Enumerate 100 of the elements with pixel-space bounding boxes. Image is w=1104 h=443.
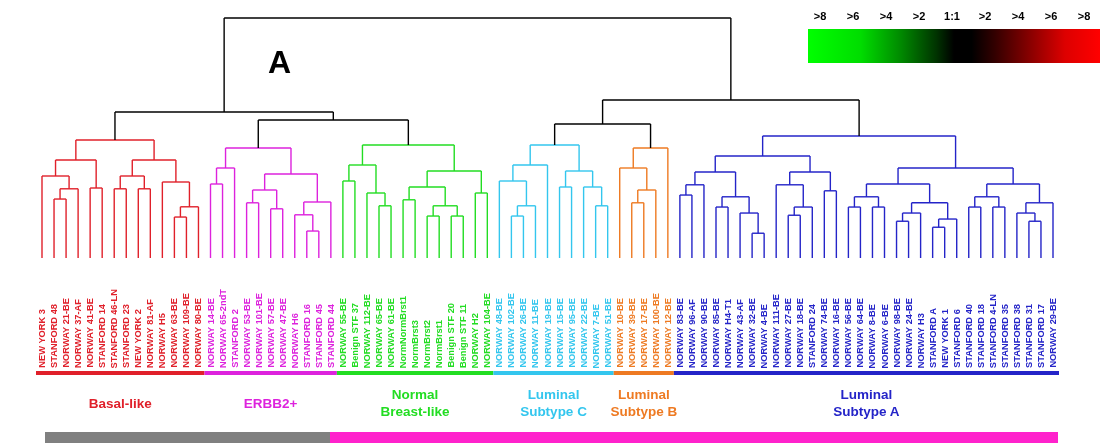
sample-label: NORWAY 47-BE bbox=[276, 298, 289, 368]
subtype-label: Luminal Subtype C bbox=[519, 386, 588, 420]
color-scale-bar bbox=[808, 29, 1100, 63]
sample-label: NORWAY 65-BE bbox=[373, 298, 385, 368]
sample-label: NEW YORK 2 bbox=[132, 309, 145, 368]
sample-label: NORWAY 104-BE bbox=[481, 293, 494, 368]
sample-label: NORWAY H6 bbox=[288, 312, 301, 368]
sample-label: NORWAY 90-BE bbox=[697, 298, 710, 368]
sample-label: NORWAY 18-BE bbox=[794, 298, 807, 368]
sample-label: STANFORD 4-LN bbox=[986, 293, 999, 368]
sample-label: STANFORD A bbox=[926, 308, 939, 368]
sample-label: NEW YORK 1 bbox=[938, 309, 951, 368]
sample-label: NORWAY 64-BE bbox=[854, 298, 867, 368]
sample-label: NORWAY 27-BE bbox=[782, 298, 795, 368]
sample-label: NORWAY 10-BE bbox=[613, 298, 626, 368]
sample-label: NORWAY H5 bbox=[156, 312, 169, 368]
sample-label: NORWAY 16-BE bbox=[830, 298, 843, 368]
sample-label: NORWAY 29-BE bbox=[1047, 298, 1059, 368]
sample-label: NORWAY 51-BE bbox=[601, 298, 614, 368]
subtype-label: Luminal Subtype A bbox=[832, 386, 901, 420]
sample-label: NORWAY 7-BE bbox=[589, 303, 602, 368]
sample-label: NORWAY 111-BE bbox=[770, 294, 783, 368]
sample-label: NORWAY 4-BE bbox=[758, 303, 771, 368]
scale-tick-label: >6 bbox=[1044, 10, 1058, 22]
sample-label: NORWAY H2 bbox=[469, 312, 482, 368]
sample-label: STANFORD 17 bbox=[1034, 304, 1047, 368]
sample-label: NORWAY 19-BE bbox=[541, 298, 554, 368]
scale-tick-label: >2 bbox=[978, 10, 992, 22]
sample-label: NORWAY 48-BE bbox=[493, 298, 506, 368]
subtype-label: Luminal Subtype B bbox=[609, 386, 679, 420]
sample-label: NORWAY 109-BE bbox=[180, 293, 193, 368]
sample-label: NORWAY 55-BE bbox=[336, 298, 349, 368]
sample-label: STANFORD 24 bbox=[806, 304, 819, 368]
sample-label: NORWAY 65-2ndT bbox=[216, 289, 229, 368]
sample-label: NORWAY 56-BE bbox=[842, 298, 855, 368]
sample-label: NEW YORK 3 bbox=[36, 309, 48, 368]
scale-tick-label: >4 bbox=[879, 10, 893, 22]
sample-label: NORWAY 37-AF bbox=[72, 298, 85, 368]
sample-label: NORWAY 39-BE bbox=[625, 298, 638, 368]
sample-label: NORWAY 112-BE bbox=[360, 293, 373, 368]
sample-label: NORWAY 57-BE bbox=[264, 298, 277, 368]
sample-label: STANFORD 44 bbox=[324, 304, 337, 368]
sample-label: NORWAY 85-BE bbox=[710, 298, 722, 368]
sample-label: NORWAY H3 bbox=[914, 312, 927, 368]
sample-label: STANFORD 46-LN bbox=[108, 288, 121, 368]
sample-label: NORWAY 63-BE bbox=[168, 298, 181, 368]
sample-label: NORWAY 61-BE bbox=[385, 298, 398, 368]
scale-tick-label: >8 bbox=[1077, 10, 1091, 22]
sample-label: NORWAY 12-BE bbox=[661, 298, 674, 368]
sample-label: NORWAY 32-BE bbox=[746, 298, 759, 368]
sample-label: NORWAY H4-T1 bbox=[722, 298, 735, 368]
sample-label: NORWAY 83-BE bbox=[673, 298, 686, 368]
sample-label: STANFORD 45 bbox=[312, 304, 325, 368]
sample-label: STANFORD 38 bbox=[1010, 304, 1023, 368]
sample-label: NORWAY 14-BE bbox=[204, 298, 217, 368]
subtype-label: Basal-like bbox=[87, 395, 153, 412]
sample-label: NORWAY 98-BE bbox=[890, 298, 903, 368]
scale-tick-label: >2 bbox=[912, 10, 926, 22]
sample-label: STANFORD 35 bbox=[998, 304, 1011, 368]
sample-label: NORWAY 6-BE bbox=[878, 303, 891, 368]
sample-label: STANFORD 23 bbox=[120, 304, 133, 368]
sample-label: NORWAY 96-AF bbox=[685, 298, 698, 368]
sample-label: STANFORD 2 bbox=[228, 309, 241, 368]
sample-label: STANFORD 40 bbox=[962, 304, 975, 368]
sample-label: NORWAY 17-BE bbox=[637, 298, 650, 368]
sample-label: NORWAY 53-BE bbox=[240, 298, 253, 368]
subtype-label: ERBB2+ bbox=[242, 395, 299, 412]
panel-letter: A bbox=[268, 44, 292, 81]
sample-label: NormBrst1 bbox=[433, 319, 446, 368]
sample-label: NORWAY 15-BE bbox=[553, 298, 566, 368]
sample-label: Benign STF 20 bbox=[445, 303, 458, 368]
sample-label: NormBrst2 bbox=[421, 319, 434, 368]
sample-label: Benign STF 11 bbox=[457, 303, 470, 368]
sample-label: NORWAY 8-BE bbox=[866, 303, 879, 368]
sample-label: NORWAY 100-BE bbox=[649, 293, 662, 368]
sample-label: NORWAY 22-BE bbox=[577, 298, 590, 368]
sample-label: NORWAY 41-BE bbox=[84, 298, 97, 368]
sample-label: NORWAY 74-BE bbox=[818, 298, 831, 368]
sample-label: NORWAY 81-AF bbox=[144, 298, 157, 368]
scale-tick-label: >6 bbox=[846, 10, 860, 22]
sample-label: NORWAY 43-AF bbox=[734, 298, 747, 368]
sample-label: STANFORD 18 bbox=[974, 304, 987, 368]
sample-label: NORWAY 101-BE bbox=[252, 293, 265, 368]
sample-label: Benign STF 37 bbox=[348, 303, 361, 368]
sample-label: NORWAY 102-BE bbox=[505, 293, 518, 368]
sample-label: STANFORD 48 bbox=[48, 304, 61, 368]
scale-tick-label: >4 bbox=[1011, 10, 1025, 22]
sample-label: STANFORD 16 bbox=[300, 304, 313, 368]
sample-label: STANFORD 6 bbox=[950, 309, 963, 368]
sample-label: NORWAY 11-BE bbox=[529, 298, 542, 368]
scale-tick-label: 1:1 bbox=[944, 10, 960, 22]
sample-label: NORWAY 21-BE bbox=[60, 298, 73, 368]
sample-label: STANFORD 31 bbox=[1022, 304, 1035, 368]
subtype-label: Normal Breast-like bbox=[379, 386, 451, 420]
sample-label: NormBrst3 bbox=[409, 319, 422, 368]
scale-tick-label: >8 bbox=[813, 10, 827, 22]
sample-label: STANFORD 14 bbox=[96, 304, 109, 368]
sample-label: NORWAY 95-BE bbox=[565, 298, 578, 368]
sample-label: NORWAY 26-BE bbox=[517, 298, 530, 368]
sample-label: NormNormBrst1 bbox=[397, 295, 410, 368]
